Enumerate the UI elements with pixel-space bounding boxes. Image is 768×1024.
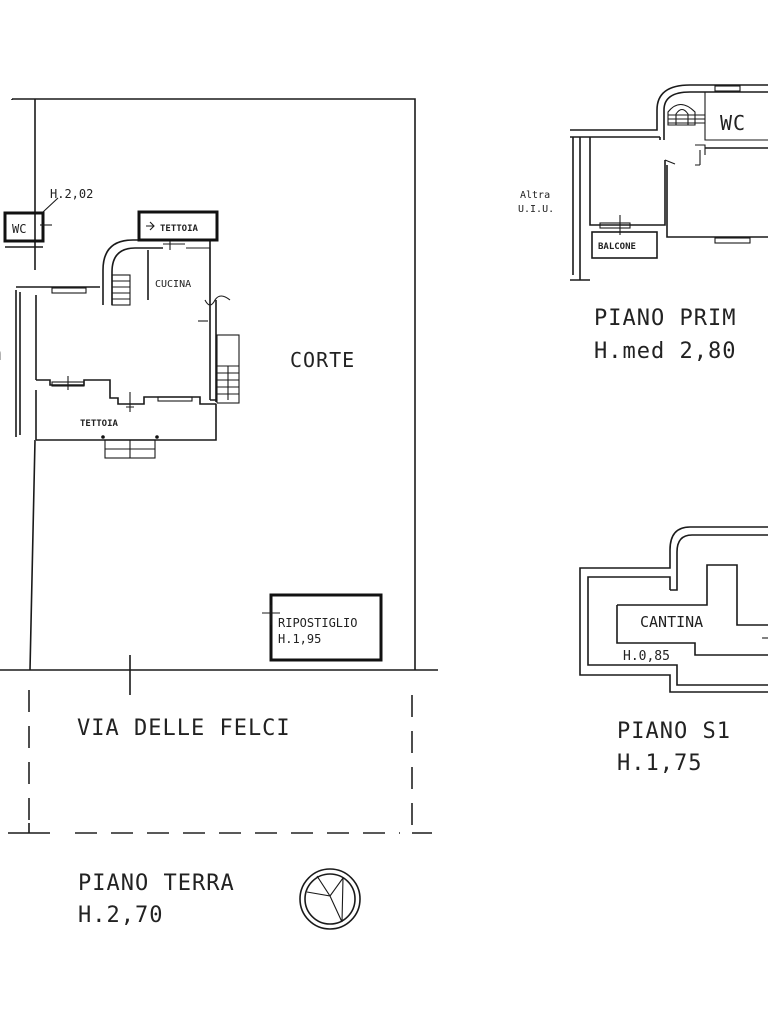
ripostiglio-room: RIPOSTIGLIO H.1,95 [262, 593, 383, 662]
piano-terra-title: PIANO TERRA [78, 871, 235, 896]
left-partial-label: a [0, 341, 3, 365]
piano-s1-plan: CANTINA H.0,85 PIANO S1 H.1,75 [579, 526, 768, 776]
piano-terra-height: H.2,70 [78, 903, 163, 928]
house-outline: TETTOIA CUCINA TETTOIA [15, 210, 240, 459]
piano-primo-height: H.med 2,80 [594, 339, 736, 364]
piano-s1-title: PIANO S1 [617, 719, 731, 744]
wc-label: WC [12, 222, 26, 236]
lot-boundary [0, 98, 438, 671]
wc-height-label: H.2,02 [50, 187, 93, 201]
cucina-label: CUCINA [155, 279, 191, 290]
tettoia-bottom-label: TETTOIA [80, 419, 119, 429]
piano-terra-plan: WC H.2,02 TETTOIA CUCINA [0, 98, 438, 930]
cantina-label: CANTINA [640, 613, 703, 631]
piano-primo-plan: WC BALCONE Altra U.I.U. PIANO PRIM H.med… [518, 84, 768, 364]
altra-uiu-label-1: Altra [520, 190, 550, 201]
primo-wc-label: WC [720, 111, 746, 135]
piano-primo-title: PIANO PRIM [594, 306, 736, 331]
ripostiglio-label: RIPOSTIGLIO [278, 616, 357, 630]
piano-s1-height: H.1,75 [617, 751, 702, 776]
altra-uiu-label-2: U.I.U. [518, 204, 554, 215]
ripostiglio-height-label: H.1,95 [278, 632, 321, 646]
cantina-height-label: H.0,85 [623, 649, 670, 664]
corte-label: CORTE [290, 348, 355, 372]
street-label: VIA DELLE FELCI [77, 716, 291, 741]
balcone-label: BALCONE [598, 242, 636, 252]
north-arrow-icon [299, 868, 361, 930]
tettoia-top-label: TETTOIA [160, 224, 199, 234]
street-area: VIA DELLE FELCI [8, 655, 432, 834]
wc-room: WC H.2,02 [3, 187, 93, 248]
